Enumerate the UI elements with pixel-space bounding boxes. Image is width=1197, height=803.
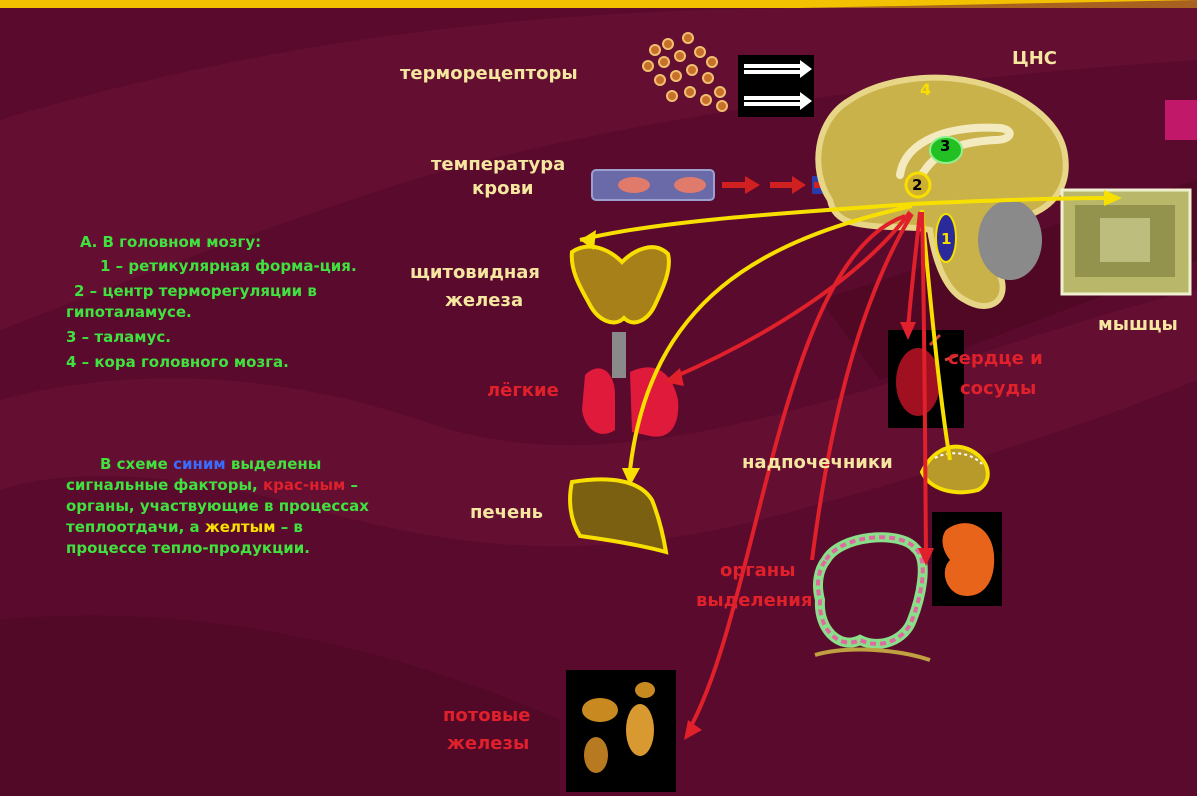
legend-heading: А. В головном мозгу: [66, 232, 378, 253]
label-sweat-line2: железы [447, 733, 529, 754]
thyroid-gland [572, 247, 669, 323]
label-blood-temp-line2: крови [472, 178, 533, 199]
label-excretory-line2: выделения [696, 590, 812, 611]
label-thermoreceptors: терморецепторы [400, 63, 578, 84]
note-yellow-word: желтым [205, 518, 276, 536]
legend-brain: А. В головном мозгу: 1 – ретикулярная фо… [66, 232, 378, 373]
label-liver: печень [470, 502, 543, 523]
label-thyroid-line2: железа [445, 290, 523, 311]
intestine [815, 537, 930, 660]
label-sweat-line1: потовые [443, 705, 530, 726]
label-heart-line1: сердце и [948, 348, 1043, 369]
brain-number-4: 4 [920, 80, 931, 99]
note-part-1: В схеме [100, 455, 168, 473]
receptor-arrows [738, 55, 814, 117]
brain-number-1: 1 [941, 230, 951, 248]
legend-item-4: 4 – кора головного мозга. [66, 352, 378, 373]
lungs [582, 332, 678, 437]
legend-item-3: 3 – таламус. [66, 327, 378, 348]
legend-item-2: 2 – центр терморегуляции в гипоталамусе. [66, 281, 378, 323]
note-red-word: крас-ным [263, 476, 345, 494]
brain [818, 78, 1065, 306]
muscle-image [1062, 190, 1190, 294]
label-cns: ЦНС [1012, 48, 1057, 69]
label-heart-line2: сосуды [960, 378, 1036, 399]
label-muscles: мышцы [1098, 314, 1178, 335]
legend-color-note: В схеме синим выделены сигнальные фактор… [66, 454, 378, 559]
bottom-bar [0, 796, 1197, 803]
label-thyroid-line1: щитовидная [410, 262, 540, 283]
label-adrenals: надпочечники [742, 452, 893, 473]
brain-number-2: 2 [912, 176, 922, 194]
label-lungs: лёгкие [487, 380, 559, 401]
label-blood-temp-line1: температура [431, 154, 565, 175]
note-blue-word: синим [173, 455, 226, 473]
brain-number-3: 3 [940, 137, 950, 155]
kidney-image [932, 512, 1002, 606]
adrenal-gland [922, 447, 988, 493]
thermoreceptor-balls [643, 33, 727, 111]
label-excretory-line1: органы [720, 560, 796, 581]
legend-item-1: 1 – ретикулярная форма-ция. [66, 256, 378, 277]
liver [570, 479, 666, 552]
sweat-gland-image [566, 670, 676, 792]
